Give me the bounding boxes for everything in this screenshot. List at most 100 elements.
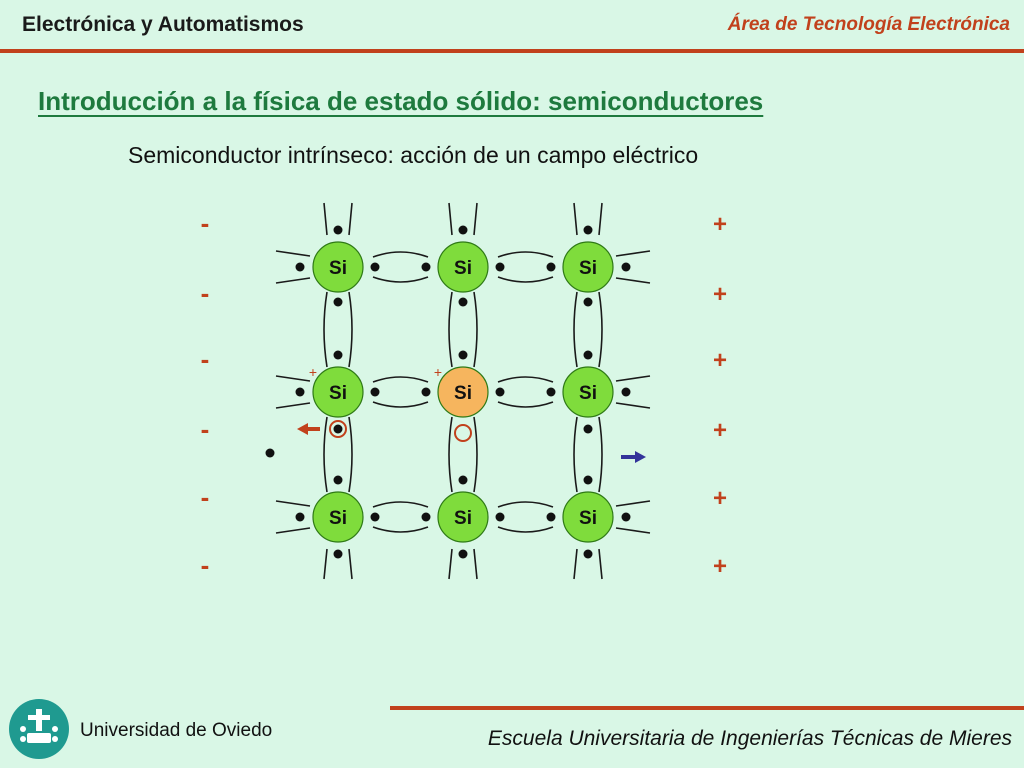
hole-marker <box>454 424 472 442</box>
electron-dot <box>546 512 556 522</box>
atom-label: Si <box>329 258 347 279</box>
atom-label: Si <box>579 383 597 404</box>
bond-line <box>573 291 578 368</box>
bond-line <box>275 500 311 507</box>
bond-line <box>275 402 311 409</box>
negative-sign: - <box>201 550 210 580</box>
bond-line <box>573 416 578 493</box>
bond-line <box>615 527 651 534</box>
electron-dot <box>333 350 343 360</box>
footer-divider <box>390 706 1024 710</box>
silicon-atom <box>562 241 614 293</box>
electron-dot <box>421 262 431 272</box>
atom-label: Si <box>579 508 597 529</box>
bond-line <box>448 291 453 368</box>
bond-line <box>275 375 311 382</box>
bond-line <box>615 277 651 284</box>
bond-line <box>497 376 554 383</box>
electron-dot <box>458 225 468 235</box>
bond-line <box>372 501 429 508</box>
silicon-atom <box>437 241 489 293</box>
course-title: Electrónica y Automatismos <box>22 13 304 36</box>
electron-dot <box>458 475 468 485</box>
header-divider <box>0 49 1024 53</box>
bond-line <box>497 251 554 258</box>
bond-line <box>323 548 328 580</box>
bond-line <box>348 416 353 493</box>
atom-label: Si <box>454 383 472 404</box>
bond-line <box>372 526 429 533</box>
electron-dot <box>370 387 380 397</box>
bond-line <box>323 416 328 493</box>
slide-subtitle: Semiconductor intrínseco: acción de un c… <box>128 142 699 168</box>
electron-dot <box>334 425 342 433</box>
slide-title: Introducción a la física de estado sólid… <box>38 86 764 116</box>
bond-line <box>448 202 453 236</box>
bond-line <box>573 548 578 580</box>
bond-line <box>473 548 478 580</box>
atom-label: Si <box>329 508 347 529</box>
hole-drift-arrowhead <box>297 423 308 435</box>
bond-line <box>615 500 651 507</box>
bond-line <box>598 291 603 368</box>
bond-line <box>323 291 328 368</box>
electron-dot <box>295 262 305 272</box>
electron-dot <box>295 387 305 397</box>
atom-label: Si <box>454 258 472 279</box>
cross-emblem-icon <box>20 709 58 743</box>
positive-sign: + <box>713 417 727 444</box>
electron-dot <box>370 512 380 522</box>
bond-line <box>598 548 603 580</box>
hole-charge-sign: + <box>434 364 442 380</box>
positive-sign: + <box>713 347 727 374</box>
bond-line <box>615 375 651 382</box>
electron-dot <box>333 549 343 559</box>
bond-line <box>497 276 554 283</box>
bond-line <box>473 416 478 493</box>
positive-sign: + <box>713 553 727 580</box>
school-name: Escuela Universitaria de Ingenierías Téc… <box>487 727 1012 750</box>
hole-charge-sign: + <box>309 364 317 380</box>
bond-line <box>598 202 603 236</box>
negative-sign: - <box>201 278 210 308</box>
bond-line <box>323 202 328 236</box>
electron-dot <box>333 225 343 235</box>
bond-line <box>497 401 554 408</box>
bond-line <box>348 202 353 236</box>
university-logo <box>9 699 69 759</box>
atom-label: Si <box>454 508 472 529</box>
electron-dot <box>495 512 505 522</box>
atom-label: Si <box>329 383 347 404</box>
bond-line <box>598 416 603 493</box>
silicon-atom <box>562 366 614 418</box>
electron-dot <box>333 475 343 485</box>
bond-line <box>573 202 578 236</box>
electron-dot <box>495 387 505 397</box>
bond-line <box>615 402 651 409</box>
bond-line <box>473 202 478 236</box>
bond-line <box>473 291 478 368</box>
silicon-atom <box>312 366 364 418</box>
bond-line <box>497 526 554 533</box>
electron-dot <box>621 512 631 522</box>
bond-line <box>448 548 453 580</box>
electron-dot <box>458 549 468 559</box>
negative-sign: - <box>201 208 210 238</box>
electron-dot <box>583 549 593 559</box>
electron-dot <box>458 350 468 360</box>
bond-line <box>275 527 311 534</box>
electron-dot <box>621 387 631 397</box>
electron-dot <box>583 475 593 485</box>
bond-line <box>372 376 429 383</box>
electron-dot <box>458 297 468 307</box>
electron-dot <box>495 262 505 272</box>
bond-line <box>372 276 429 283</box>
bond-line <box>275 250 311 257</box>
positive-sign: + <box>713 211 727 238</box>
negative-sign: - <box>201 482 210 512</box>
positive-sign: + <box>713 485 727 512</box>
electron-dot <box>546 387 556 397</box>
silicon-atom <box>562 491 614 543</box>
bond-line <box>448 416 453 493</box>
